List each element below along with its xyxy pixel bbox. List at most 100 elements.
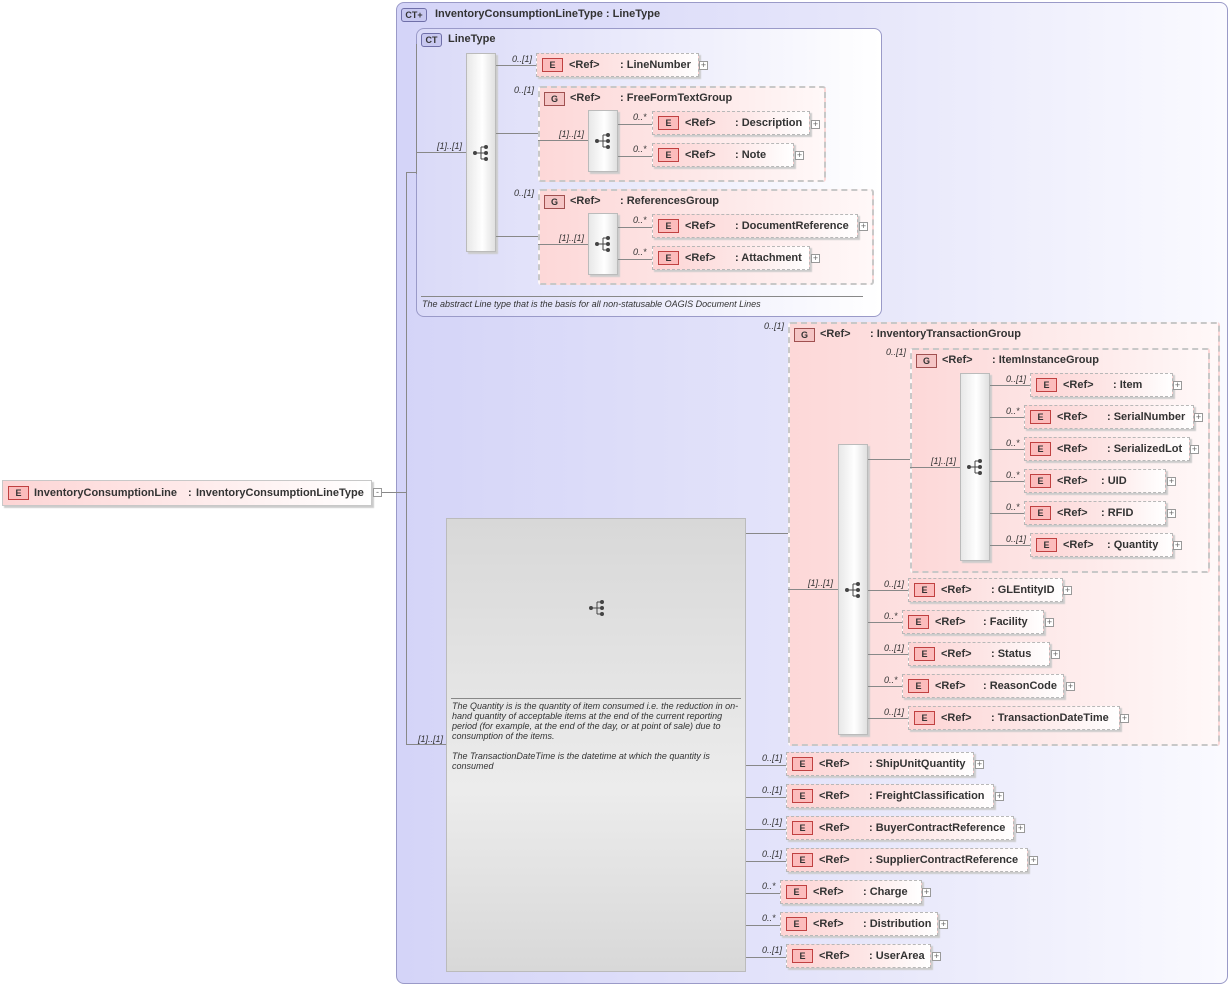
document-reference-element[interactable]: E <Ref> : DocumentReference — [652, 214, 858, 238]
connector — [746, 925, 780, 926]
gl-entity-id-element[interactable]: E <Ref> : GLEntityID — [908, 578, 1063, 602]
cardinality: 0..* — [762, 913, 776, 923]
root-element[interactable]: E InventoryConsumptionLine : InventoryCo… — [2, 480, 372, 506]
ref-label: <Ref> — [1057, 507, 1088, 519]
ship-unit-quantity-element[interactable]: E <Ref> : ShipUnitQuantity — [786, 752, 974, 776]
sequence-icon — [595, 133, 610, 149]
expand-icon[interactable]: + — [1045, 617, 1054, 627]
element-label: : Facility — [983, 616, 1028, 628]
ref-label: <Ref> — [1063, 379, 1094, 391]
supplier-contract-reference-element[interactable]: E <Ref> : SupplierContractReference — [786, 848, 1028, 872]
element-badge-icon: E — [1030, 474, 1051, 488]
cardinality: [1]..[1] — [808, 578, 834, 588]
expand-icon[interactable]: + — [1167, 508, 1176, 518]
expand-icon[interactable]: + — [811, 119, 820, 129]
cardinality: 0..[1] — [514, 188, 535, 198]
serial-number-element[interactable]: E <Ref> : SerialNumber — [1024, 405, 1194, 429]
expand-icon[interactable]: + — [859, 221, 868, 231]
element-label: : Note — [735, 149, 767, 161]
cardinality: 0..* — [884, 611, 898, 621]
element-label: : Item — [1113, 379, 1143, 391]
serialized-lot-element[interactable]: E <Ref> : SerializedLot — [1024, 437, 1190, 461]
connector — [416, 152, 466, 153]
cardinality: 0..[1] — [1006, 374, 1027, 384]
expand-icon[interactable]: + — [1063, 585, 1072, 595]
ref-label: <Ref> — [819, 950, 850, 962]
item-element[interactable]: E <Ref> : Item — [1030, 373, 1173, 397]
element-label: : SerialNumber — [1107, 411, 1186, 423]
connector — [618, 124, 652, 125]
element-badge-icon: E — [792, 821, 813, 835]
element-label: : ReasonCode — [983, 680, 1057, 692]
connector — [868, 718, 908, 719]
connector — [990, 481, 1024, 482]
line-number-element[interactable]: E <Ref> : LineNumber — [536, 53, 699, 77]
expand-icon[interactable]: + — [975, 759, 984, 769]
facility-element[interactable]: E <Ref> : Facility — [902, 610, 1044, 634]
ref-label: <Ref> — [1057, 443, 1088, 455]
expand-icon[interactable]: + — [1167, 476, 1176, 486]
group-badge-icon: G — [544, 195, 565, 209]
status-element[interactable]: E <Ref> : Status — [908, 642, 1050, 666]
cardinality: [1]..[1] — [559, 233, 585, 243]
collapse-icon[interactable]: - — [373, 488, 382, 497]
element-badge-icon: E — [658, 148, 679, 162]
expand-icon[interactable]: + — [1029, 855, 1038, 865]
connector — [406, 172, 407, 744]
description-element[interactable]: E <Ref> : Description — [652, 111, 810, 135]
ref-label: <Ref> — [941, 648, 972, 660]
cardinality: 0..* — [1006, 406, 1020, 416]
transaction-date-time-element[interactable]: E <Ref> : TransactionDateTime — [908, 706, 1120, 730]
attachment-element[interactable]: E <Ref> : Attachment — [652, 246, 810, 270]
charge-element[interactable]: E <Ref> : Charge — [780, 880, 922, 904]
line-type-doc: The abstract Line type that is the basis… — [422, 299, 761, 309]
expand-icon[interactable]: + — [1066, 681, 1075, 691]
element-badge-icon: E — [792, 789, 813, 803]
rfid-element[interactable]: E <Ref> : RFID — [1024, 501, 1166, 525]
line-type-title: LineType — [448, 33, 496, 45]
expand-icon[interactable]: + — [1173, 380, 1182, 390]
connector — [910, 467, 960, 468]
note-element[interactable]: E <Ref> : Note — [652, 143, 794, 167]
cardinality: 0..* — [1006, 502, 1020, 512]
element-badge-icon: E — [658, 219, 679, 233]
expand-icon[interactable]: + — [1194, 412, 1203, 422]
ref-label: <Ref> — [942, 354, 973, 366]
expand-icon[interactable]: + — [939, 919, 948, 929]
expand-icon[interactable]: + — [1016, 823, 1025, 833]
buyer-contract-reference-element[interactable]: E <Ref> : BuyerContractReference — [786, 816, 1014, 840]
group-badge-icon: G — [916, 354, 937, 368]
group-label: : ItemInstanceGroup — [992, 354, 1099, 366]
expand-icon[interactable]: + — [1120, 713, 1129, 723]
connector — [990, 545, 1030, 546]
cardinality: 0..[1] — [884, 643, 905, 653]
reason-code-element[interactable]: E <Ref> : ReasonCode — [902, 674, 1064, 698]
outer-type-title: InventoryConsumptionLineType : LineType — [435, 8, 661, 20]
quantity-element[interactable]: E <Ref> : Quantity — [1030, 533, 1173, 557]
cardinality: 0..* — [633, 247, 647, 257]
element-badge-icon: E — [914, 647, 935, 661]
user-area-element[interactable]: E <Ref> : UserArea — [786, 944, 931, 968]
expand-icon[interactable]: + — [1051, 649, 1060, 659]
ref-label: <Ref> — [819, 790, 850, 802]
element-label: : Distribution — [863, 918, 932, 930]
expand-icon[interactable]: + — [1173, 540, 1182, 550]
sequence-icon — [473, 145, 488, 161]
uid-element[interactable]: E <Ref> : UID — [1024, 469, 1166, 493]
expand-icon[interactable]: + — [795, 150, 804, 160]
cardinality: [1]..[1] — [559, 129, 585, 139]
extension-sequence — [446, 518, 746, 972]
expand-icon[interactable]: + — [811, 253, 820, 263]
connector — [990, 417, 1024, 418]
expand-icon[interactable]: + — [932, 951, 941, 961]
freight-classification-element[interactable]: E <Ref> : FreightClassification — [786, 784, 994, 808]
distribution-element[interactable]: E <Ref> : Distribution — [780, 912, 938, 936]
expand-icon[interactable]: + — [995, 791, 1004, 801]
element-label: : Status — [991, 648, 1032, 660]
connector — [538, 140, 588, 141]
expand-icon[interactable]: + — [699, 60, 708, 70]
cardinality: 0..[1] — [1006, 534, 1027, 544]
expand-icon[interactable]: + — [922, 887, 931, 897]
expand-icon[interactable]: + — [1190, 444, 1199, 454]
connector — [618, 156, 652, 157]
